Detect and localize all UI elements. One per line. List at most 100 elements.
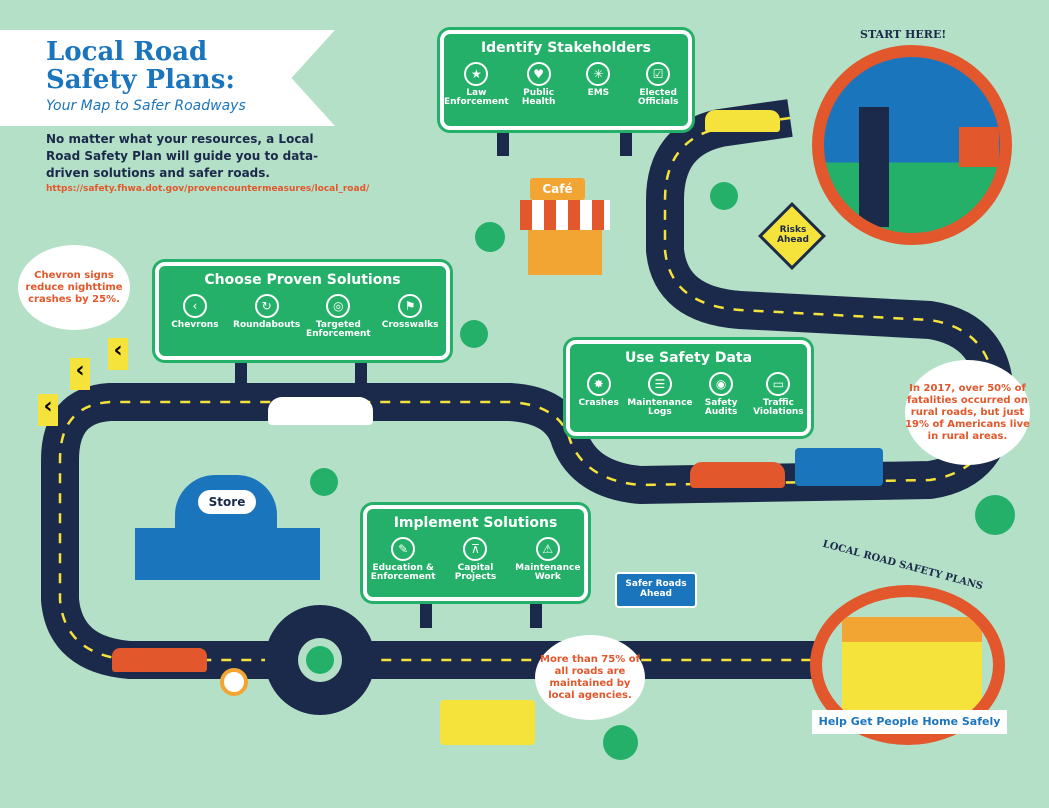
sign-item-label: Maintenance Work xyxy=(515,563,581,582)
sign-title: Implement Solutions xyxy=(393,515,558,531)
sign-item: ♥ Public Health xyxy=(509,62,569,107)
title-line-1: Local Road xyxy=(46,37,208,67)
sign-item: ★ Law Enforcement xyxy=(444,62,509,107)
sign-item: ☰Maintenance Logs xyxy=(627,372,693,417)
van-icon xyxy=(795,448,883,486)
checkbox-icon: ☑ xyxy=(646,62,671,86)
sign-items: ★ Law Enforcement ♥ Public Health ✳ EMS ☑ Elect… xyxy=(444,62,688,107)
subtitle: Your Map to Safer Roadways xyxy=(46,98,246,114)
tree-icon xyxy=(460,320,488,348)
house-icon xyxy=(842,617,982,717)
sign-item: ◉ Safety Audits xyxy=(693,372,750,417)
sign-post xyxy=(420,600,432,628)
education-icon: ✎ xyxy=(391,537,416,561)
audit-icon: ◉ xyxy=(709,372,734,396)
title-line-2: Safety Plans: xyxy=(46,65,235,95)
tree-icon xyxy=(603,725,638,760)
sign-title: Identify Stakeholders xyxy=(480,40,652,56)
sign-item: ↻ Roundabouts xyxy=(232,294,302,339)
cafe-building xyxy=(528,230,602,275)
sign-item: ✳ EMS xyxy=(568,62,628,107)
crash-icon: ✸ xyxy=(586,372,611,396)
sign-item-label: Elected Officials xyxy=(637,88,679,107)
sign-title: Use Safety Data xyxy=(624,350,753,366)
police-car-icon: ▭ xyxy=(766,372,791,396)
sign-items: ✸ Crashes ☰Maintenance Logs ◉ Safety Audits ▭… xyxy=(570,372,807,417)
callout-rural: In 2017, over 50% of fatalities occurred… xyxy=(905,360,1030,465)
tree-icon xyxy=(975,495,1015,535)
sign-item-label: Targeted Enforcement xyxy=(306,320,371,339)
store-building xyxy=(135,528,320,580)
sign-post xyxy=(355,360,367,388)
bulldozer-icon xyxy=(440,700,535,745)
resource-link[interactable]: https://safety.fhwa.dot.gov/provencounte… xyxy=(46,184,370,194)
sign-item-label: EMS xyxy=(587,88,610,98)
safer-roads-sign: Safer Roads Ahead xyxy=(615,572,697,608)
home-banner: Help Get People Home Safely xyxy=(812,710,1007,734)
sign-choose-proven-solutions: Choose Proven Solutions ‹ Chevrons ↻ Rounda… xyxy=(155,262,450,360)
radar-icon: ◎ xyxy=(326,294,351,318)
sign-item-label: Law Enforcement xyxy=(444,88,509,107)
sign-item: ‹ Chevrons xyxy=(160,294,230,339)
pickup-truck-icon xyxy=(112,648,207,672)
sign-item: ✸ Crashes xyxy=(570,372,627,417)
title-banner xyxy=(0,30,335,126)
worker-icon: ⚠ xyxy=(535,537,560,561)
heart-icon: ♥ xyxy=(526,62,551,86)
sign-use-safety-data: Use Safety Data ✸ Crashes ☰Maintenance Log… xyxy=(566,340,811,436)
sign-post xyxy=(497,128,509,156)
callout-local-roads: More than 75% of all roads are maintaine… xyxy=(535,635,645,720)
yellow-car-icon xyxy=(705,110,780,132)
building-icon xyxy=(959,127,999,167)
sign-item: ◎ Targeted Enforcement xyxy=(303,294,373,339)
chevron-sign-icon: ‹ xyxy=(108,338,128,370)
sign-item-label: Traffic Violations xyxy=(753,398,804,417)
chevron-sign-icon: ‹ xyxy=(38,394,58,426)
sign-identify-stakeholders: Identify Stakeholders ★ Law Enforcement ♥ P… xyxy=(440,30,692,130)
sign-post xyxy=(530,600,542,628)
sign-item-label: Crosswalks xyxy=(381,320,439,330)
sign-item: ⚠ Maintenance Work xyxy=(513,537,583,582)
sign-implement-solutions: Implement Solutions ✎ Education & Enforce… xyxy=(363,505,588,601)
roundabout-icon: ↻ xyxy=(254,294,279,318)
crosswalk-icon: ⚑ xyxy=(398,294,423,318)
badge-icon: ★ xyxy=(464,62,489,86)
tree-icon xyxy=(310,468,338,496)
sign-item-label: Roundabouts xyxy=(233,320,301,330)
sign-item: ☑ Elected Officials xyxy=(628,62,688,107)
sign-item-label: Public Health xyxy=(521,88,556,107)
sign-item-label: Education & Enforcement xyxy=(370,563,436,582)
sign-items: ‹ Chevrons ↻ Roundabouts ◎ Targeted Enforceme… xyxy=(159,294,446,339)
star-of-life-icon: ✳ xyxy=(586,62,611,86)
tree-icon xyxy=(710,182,738,210)
sign-item-label: Capital Projects xyxy=(454,563,497,582)
sign-item-label: Maintenance Logs xyxy=(627,398,693,417)
car-icon xyxy=(690,462,785,488)
sign-item: ▭ Traffic Violations xyxy=(750,372,807,417)
sign-item: ✎ Education & Enforcement xyxy=(368,537,438,582)
start-city-circle xyxy=(812,45,1012,245)
sign-item: ⚑ Crosswalks xyxy=(375,294,445,339)
risks-ahead-label: Risks Ahead xyxy=(777,225,809,245)
sign-item-label: Crashes xyxy=(578,398,619,408)
sign-items: ✎ Education & Enforcement ⊼ Capital Project… xyxy=(367,537,584,582)
chevron-sign-icon: ‹ xyxy=(70,358,90,390)
callout-chevron: Chevron signs reduce nighttime crashes b… xyxy=(18,245,130,330)
police-car-icon xyxy=(268,397,373,425)
chevron-icon: ‹ xyxy=(182,294,207,318)
start-here-label: START HERE! xyxy=(860,28,947,41)
cafe-awning xyxy=(520,200,610,230)
survey-icon: ⊼ xyxy=(463,537,488,561)
sign-post xyxy=(620,128,632,156)
sign-item-label: Chevrons xyxy=(171,320,219,330)
sign-item: ⊼ Capital Projects xyxy=(440,537,510,582)
sign-title: Choose Proven Solutions xyxy=(204,272,401,288)
intro-text: No matter what your resources, a Local R… xyxy=(46,132,319,180)
store-sign: Store xyxy=(198,490,256,514)
building-icon xyxy=(859,107,889,227)
sign-post xyxy=(235,360,247,388)
sign-item-label: Safety Audits xyxy=(704,398,738,417)
cafe-sign: Café xyxy=(530,178,585,200)
